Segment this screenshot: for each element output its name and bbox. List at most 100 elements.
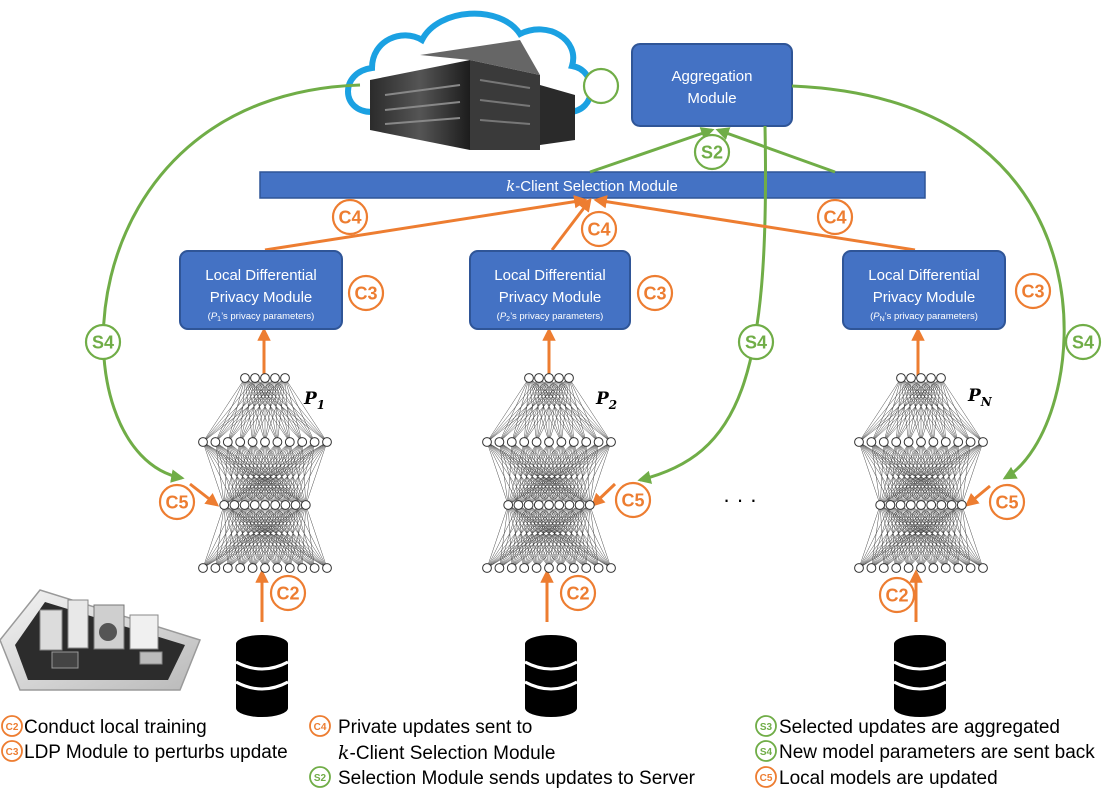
neuron [556,563,567,573]
neuron [219,500,230,510]
neuron [854,437,864,447]
neuron [280,373,290,383]
neuron [482,563,492,573]
legend-badge-c4: C4 [309,715,331,737]
neuron [953,437,964,447]
neuron [290,500,301,510]
badge-c5: C5 [614,481,652,519]
badge-s2: S2 [693,133,731,171]
neuron [568,437,579,447]
neuron [247,563,258,573]
neuron [953,563,964,573]
neuron [568,563,579,573]
neuron [270,373,280,383]
neuron [885,500,896,510]
neuron [260,373,270,383]
neuron [906,373,916,383]
svg-text:S4: S4 [745,333,767,353]
cloud-server-icon [345,10,594,150]
badge-c3: C3 [1014,272,1052,310]
neuron [249,500,260,510]
neuron [272,437,283,447]
neuron [544,500,554,510]
s2-arrows [589,127,836,174]
badge-c4: C4 [580,210,618,248]
neuron [936,500,947,510]
neuron [556,437,567,447]
svg-text:k-Client Selection Module: k-Client Selection Module [506,177,678,195]
legend-s2-text: Selection Module sends updates to Server [338,768,696,789]
aggregation-module: Aggregation Module [631,43,793,127]
legend-c4-text1: Private updates sent to [338,717,532,738]
neuron [574,500,585,510]
neuron [229,500,240,510]
smart-devices-icon [0,589,201,691]
neuron [895,500,906,510]
legend-c5-text: Local models are updated [779,768,998,789]
neuron [965,563,976,573]
ldp-module-1: Local Differential Privacy Module (P1’s … [179,250,343,330]
neuron [198,563,208,573]
neuron [606,437,616,447]
badge-c2: C2 [878,576,916,614]
neuron [581,563,592,573]
neuron [928,437,939,447]
badge-s4: S4 [84,323,122,361]
neuron [506,563,517,573]
neuron [916,437,926,447]
badge-c4: C4 [816,198,854,236]
server-rack-icon [370,40,575,150]
neuron [235,437,246,447]
neuron [891,563,902,573]
neuron [280,500,291,510]
badge-s4: S4 [737,323,775,361]
neuron [519,563,530,573]
legend-c2-text: Conduct local training [24,717,207,738]
legend-badge-s2: S2 [309,766,331,788]
neuron [544,563,554,573]
client-name-2: P2 [595,389,617,412]
neuron [978,563,988,573]
neuron [531,437,542,447]
legend-badge-s4: S4 [755,740,777,762]
neuron [581,437,592,447]
svg-text:C5: C5 [995,493,1018,513]
orange-arrows [189,194,991,622]
neuron [523,500,534,510]
client-name-1: P1 [303,389,325,412]
neuron [250,373,260,383]
neuron [260,563,270,573]
svg-text:C2: C2 [6,722,19,733]
neuron [533,500,544,510]
ldp-2-params: (P2’s privacy parameters) [497,311,604,323]
s4-arrows [101,83,1066,484]
neuron [544,373,554,383]
ldp-1-params: (P1’s privacy parameters) [208,311,315,323]
neuron [534,373,544,383]
svg-text:S2: S2 [701,143,723,163]
neuron [866,437,877,447]
badge-c3: C3 [636,274,674,312]
svg-text:C2: C2 [276,584,299,604]
more-clients-ellipsis: · · · [723,487,757,512]
neuron [494,563,505,573]
legend-badge-c5: C5 [755,766,777,788]
neuron [606,563,616,573]
neuron [946,500,957,510]
neuron [531,563,542,573]
neuron [891,437,902,447]
neuron [926,500,937,510]
neuron [866,563,877,573]
ldp-n-line1: Local Differential [868,267,979,284]
svg-text:C4: C4 [314,722,327,733]
client-name-n: PN [967,386,993,409]
neuron [875,500,886,510]
neuron [593,437,604,447]
neuron [482,437,492,447]
neuron [878,437,889,447]
svg-text:C4: C4 [823,208,846,228]
neuron [222,437,233,447]
neuron [513,500,524,510]
